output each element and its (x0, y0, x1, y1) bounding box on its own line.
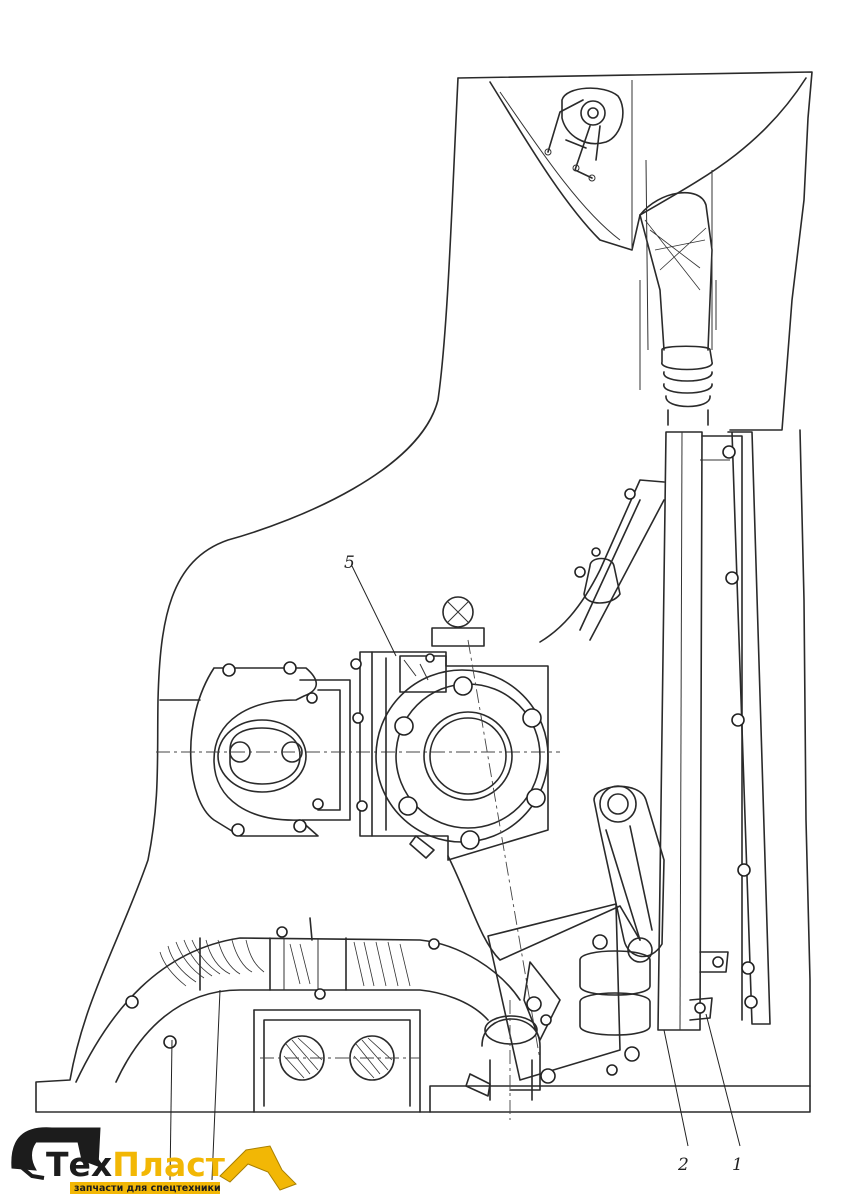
callout-5: 5 (344, 553, 397, 657)
logo-text-plast: Пласт (112, 1145, 225, 1184)
callout-1: 1 (705, 1013, 743, 1175)
diagonal-bracket (539, 479, 665, 643)
top-pivot-assembly (544, 87, 624, 182)
callout-label-5: 5 (344, 553, 355, 573)
callout-label-1: 1 (732, 1155, 743, 1175)
lower-hose (75, 917, 521, 1083)
lower-lever (447, 785, 665, 1084)
excavator-arm-icon (219, 1145, 297, 1191)
universal-joint (156, 661, 560, 837)
gearbox (350, 596, 549, 1061)
housing-outline (35, 71, 813, 1113)
techplast-logo: ТехПласт запчасти для спецтехники (11, 1127, 297, 1194)
right-rods (657, 431, 771, 1031)
logo-text-tech: Тех (46, 1145, 112, 1184)
upper-pipe (639, 159, 717, 426)
callout-2: 2 (663, 1029, 689, 1175)
svg-text:ТехПласт: ТехПласт (46, 1145, 225, 1184)
lower-elbow (465, 1000, 552, 1120)
bottom-frame (253, 1009, 421, 1113)
excavator-bucket-icon (11, 1127, 101, 1171)
hose-leaders (169, 989, 221, 1181)
logo-tagline: запчасти для спецтехники (74, 1183, 221, 1194)
upper-funnel (489, 77, 807, 251)
callout-label-2: 2 (677, 1155, 689, 1175)
